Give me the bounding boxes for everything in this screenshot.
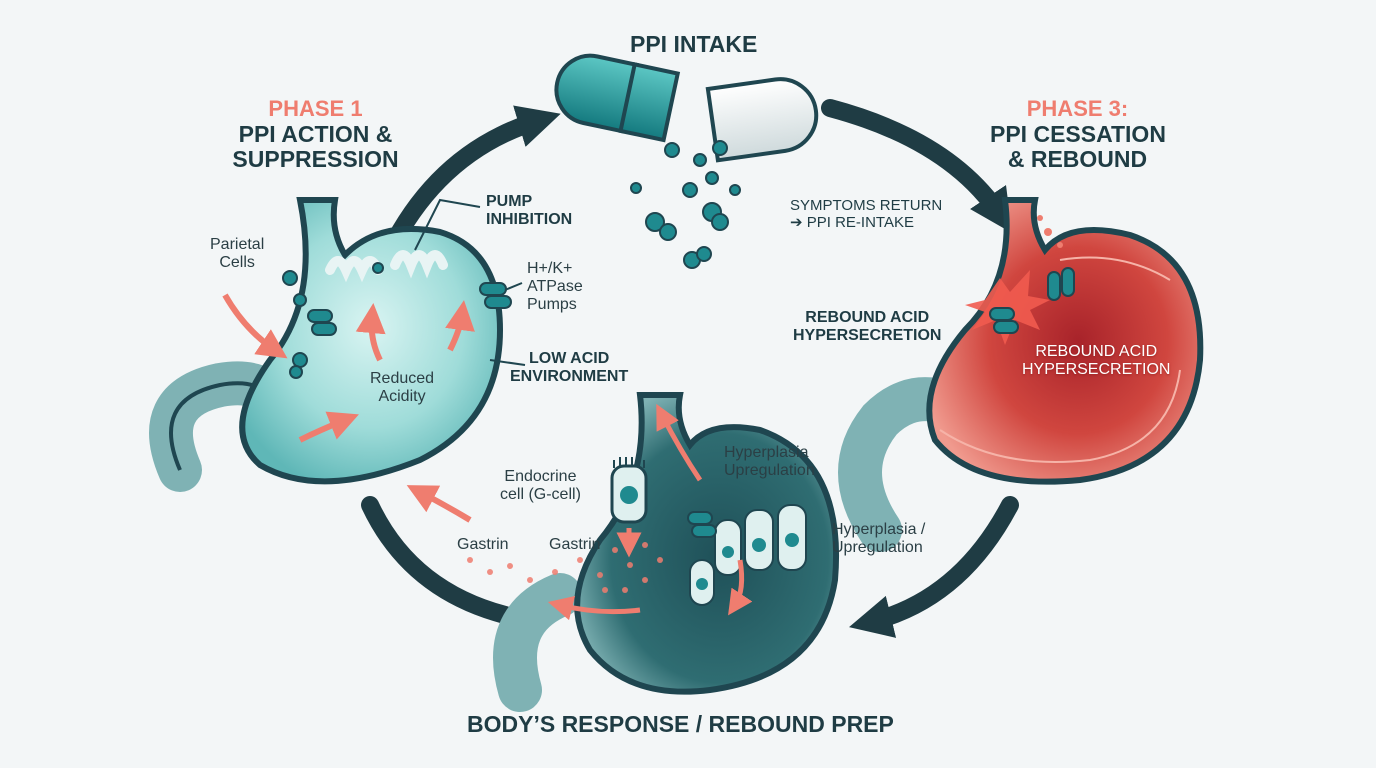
ppi-intake-title: PPI INTAKE <box>630 31 758 57</box>
parietal-cells-label: Parietal Cells <box>210 236 265 271</box>
phase3-line2: & REBOUND <box>1007 146 1148 173</box>
gastrin-label-right: Gastrin <box>549 536 601 553</box>
symptoms-return-label: SYMPTOMS RETURN ➔ PPI RE-INTAKE <box>790 197 943 231</box>
phase1-line1: PPI ACTION & <box>238 120 393 147</box>
g-cell-icon <box>610 457 648 524</box>
pumps-label: H+/K+ ATPase Pumps <box>527 260 583 313</box>
phase1-number: PHASE 1 <box>268 96 363 121</box>
phase1-heading: PHASE 1 PPI ACTION & SUPPRESSION <box>228 96 403 173</box>
reduced-acidity-label: Reduced Acidity <box>370 370 435 405</box>
pointer-low-acid <box>489 359 526 366</box>
gastrin-label-left: Gastrin <box>457 536 509 553</box>
stomach-phase1 <box>149 197 512 492</box>
phase3-line1: PPI CESSATION <box>990 120 1166 147</box>
pump-inhibition-label: PUMP INHIBITION <box>486 193 573 228</box>
rebound-outer-label: REBOUND ACID HYPERSECRETION <box>793 309 942 344</box>
cycle-arrow-intake-to-phase3 <box>821 99 1012 233</box>
cycle-arrow-phase3-to-phase2 <box>849 496 1019 638</box>
rebound-inner-label: REBOUND ACID HYPERSECRETION <box>1022 343 1171 378</box>
phase3-heading: PHASE 3: PPI CESSATION & REBOUND <box>990 96 1166 173</box>
phase3-number: PHASE 3: <box>1026 96 1129 121</box>
gastrin-arrow <box>406 485 472 523</box>
stomach-phase3 <box>838 197 1204 552</box>
hyperplasia-inner-label: Hyperplasia Upregulation <box>724 444 815 479</box>
low-acid-label: LOW ACID ENVIRONMENT <box>510 350 629 385</box>
cycle-arrow-phase2-to-phase1 <box>361 496 514 624</box>
phase1-line2: SUPPRESSION <box>232 146 399 173</box>
hyperplasia-outer-label: Hyperplasia / Upregulation <box>832 521 926 556</box>
gastrin-particles <box>467 542 663 593</box>
pointer-pump-inhibition <box>414 198 481 251</box>
pointer-pumps <box>504 282 523 291</box>
body-response-title: BODY’S RESPONSE / REBOUND PREP <box>467 711 894 737</box>
endocrine-cell-label: Endocrine cell (G-cell) <box>500 468 581 503</box>
ppi-capsule-icon <box>554 53 819 269</box>
